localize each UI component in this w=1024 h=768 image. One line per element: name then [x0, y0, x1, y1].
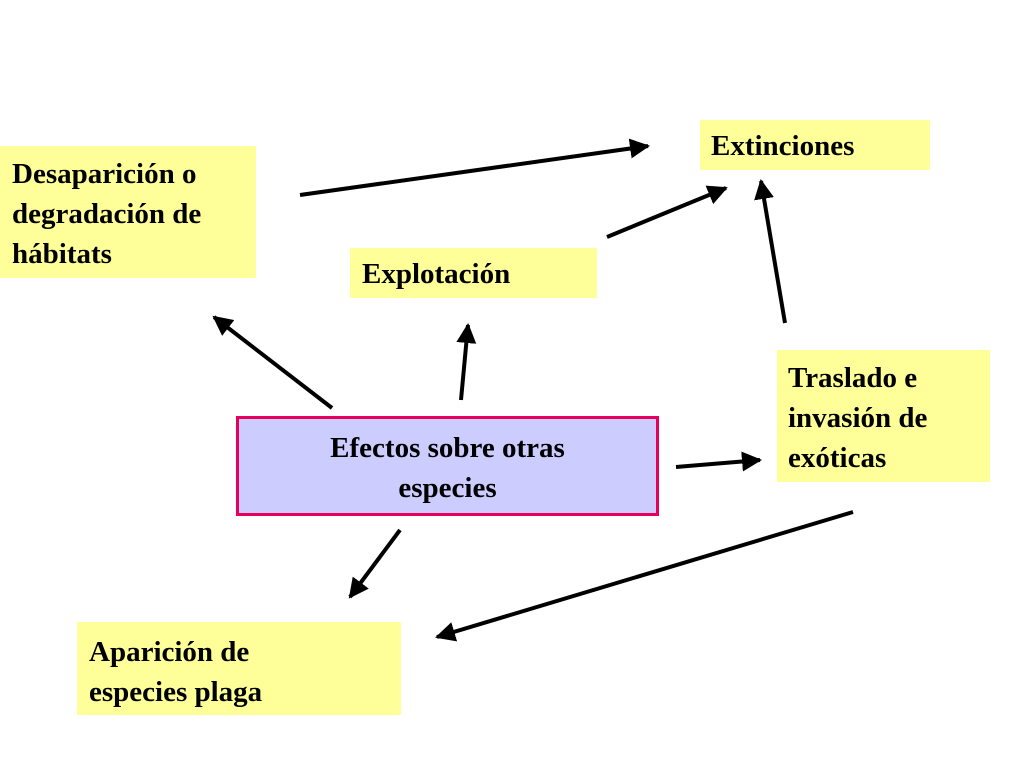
- node-text-line: Aparición de: [89, 636, 250, 668]
- arrow-efectos-to-traslado: [675, 451, 762, 472]
- arrow-traslado-to-extinciones: [754, 179, 787, 324]
- node-text-line: Desaparición o: [12, 158, 197, 190]
- node-aparicion-especies-plaga: Aparición de especies plaga: [77, 622, 401, 715]
- arrow-traslado-to-aparicion: [435, 510, 854, 642]
- node-text-line: Extinciones: [711, 130, 855, 162]
- node-text-line: Traslado e: [788, 362, 918, 394]
- node-text-line: especies plaga: [89, 676, 263, 708]
- node-text-line: Efectos sobre otras: [330, 432, 565, 464]
- node-desaparicion-degradacion-habitats: Desaparición o degradación de hábitats: [0, 146, 256, 278]
- node-text-line: especies: [398, 472, 497, 504]
- node-efectos-sobre-otras-especies: Efectos sobre otras especies: [236, 416, 659, 516]
- arrow-efectos-to-desaparicion: [212, 315, 334, 410]
- arrow-desaparicion-to-extinciones: [299, 138, 650, 197]
- node-text-line: exóticas: [788, 442, 887, 474]
- node-text-line: Explotación: [362, 258, 511, 290]
- node-text-line: invasión de: [788, 402, 928, 434]
- node-extinciones: Extinciones: [700, 120, 930, 170]
- arrow-explotacion-to-extinciones: [606, 185, 728, 239]
- node-explotacion: Explotación: [350, 248, 597, 298]
- node-text-line: degradación de: [12, 198, 202, 230]
- arrow-efectos-to-explotacion: [456, 323, 477, 401]
- node-traslado-invasion-exoticas: Traslado e invasión de exóticas: [777, 350, 990, 482]
- node-text-line: hábitats: [12, 238, 112, 270]
- arrow-efectos-to-aparicion: [348, 528, 402, 599]
